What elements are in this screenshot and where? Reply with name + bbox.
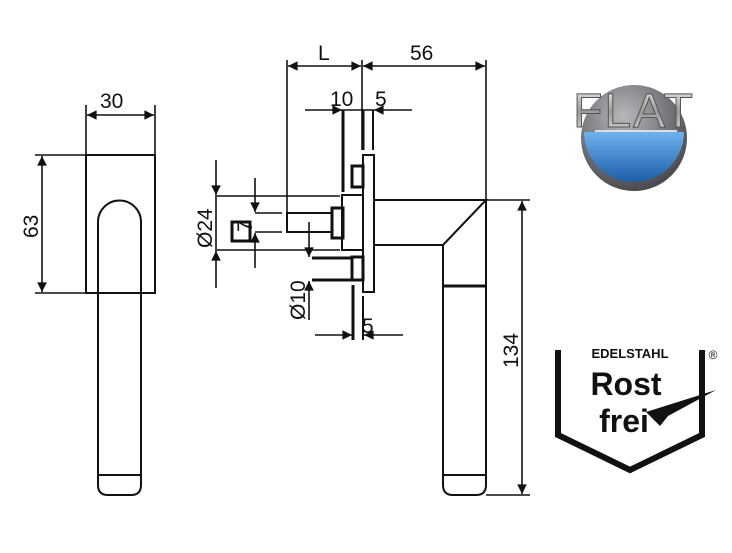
badge-rost: Rost	[590, 366, 661, 402]
handle-lever	[442, 200, 487, 496]
dim-56-label: 56	[410, 42, 433, 65]
dim-L-label: L	[318, 42, 330, 65]
badge-registered: ®	[709, 348, 718, 362]
dim-10-label: 10	[330, 88, 353, 111]
flat-logo: FLAT	[573, 85, 695, 191]
flat-logo-text: FLAT	[573, 85, 695, 138]
dim-134-label: 134	[500, 333, 523, 368]
base-plate	[362, 154, 375, 293]
badge-frei: frei	[599, 403, 649, 439]
rostfrei-badge: EDELSTAHL ® Rost frei	[555, 346, 718, 474]
dim-d24-label: Ø24	[194, 208, 217, 248]
lever-front	[97, 293, 142, 496]
side-view: L 56 10 5 Ø24 7 Ø10 5	[194, 42, 530, 496]
upper-screw-head	[350, 164, 365, 189]
front-view: 30 63	[20, 90, 156, 496]
handle-arm	[374, 199, 489, 246]
dim-5-top-label: 5	[375, 88, 387, 111]
lever-neck	[97, 199, 142, 293]
rose-outline	[85, 154, 156, 294]
spindle-square	[230, 220, 252, 243]
dim-d10-label: Ø10	[287, 280, 310, 320]
dim-5-bottom-label: 5	[362, 315, 374, 338]
hub	[341, 194, 364, 251]
dim-7-label: 7	[234, 220, 257, 232]
dim-30-label: 30	[100, 90, 123, 113]
badge-edelstahl: EDELSTAHL	[591, 346, 668, 361]
swoosh-icon	[646, 390, 716, 426]
lower-screw-head	[350, 255, 365, 282]
flat-logo-blue-half	[584, 132, 684, 182]
badge-shield-outline	[555, 350, 705, 474]
dim-63-label: 63	[20, 215, 43, 238]
